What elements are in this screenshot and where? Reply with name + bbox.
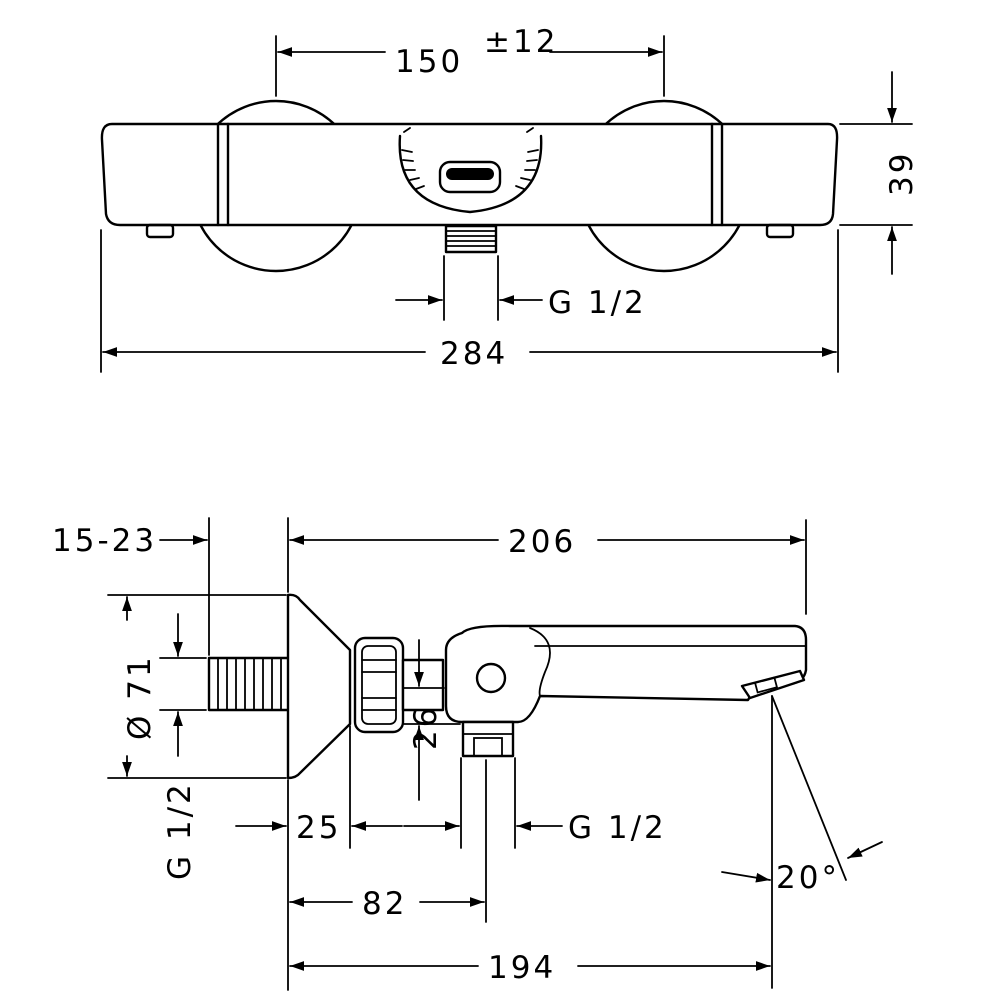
- dim-150-label: 150: [395, 44, 463, 80]
- dim-15-23-label: 15-23: [52, 523, 157, 559]
- dim-escutcheon-diameter: Ø 71: [107, 594, 287, 779]
- dim-194-label: 194: [488, 950, 556, 986]
- union-nut: [353, 636, 405, 734]
- dim-39-label: 39: [884, 151, 920, 196]
- dim-body-height: 39: [839, 71, 920, 275]
- front-outlet-thread-label: G 1/2: [548, 285, 647, 321]
- dim-inlet-thread: G 1/2: [159, 613, 207, 880]
- front-view: 150 ±12 39 G 1/2 284: [100, 24, 920, 373]
- dim-spout-194: 194: [289, 695, 773, 989]
- inlet-thread-label: G 1/2: [162, 781, 198, 880]
- dim-overall-width: 284: [100, 229, 839, 373]
- temperature-dial: [398, 127, 543, 214]
- diverter-knob: [475, 662, 507, 694]
- dim-depth-206: 206: [289, 519, 807, 615]
- dim-wall-projection: 15-23: [52, 517, 289, 656]
- dim-connection-spacing: 150 ±12: [275, 24, 665, 97]
- side-view: 15-23 206 Ø 71 G 1/2: [52, 517, 883, 991]
- spout-angle-label: 20°: [776, 860, 840, 896]
- dim-spout-angle: 20°: [721, 695, 883, 896]
- front-outlet: [444, 224, 498, 254]
- dim-front-outlet: G 1/2: [395, 255, 647, 321]
- side-outlet: [461, 720, 515, 758]
- dim-150-tolerance: ±12: [484, 24, 558, 60]
- dim-spout-drop: 26: [403, 639, 461, 801]
- dim-71-label: Ø 71: [122, 654, 158, 740]
- dim-284-label: 284: [440, 336, 508, 372]
- dim-26-label: 26: [408, 705, 444, 750]
- threaded-connector: [207, 656, 291, 712]
- dim-82-label: 82: [362, 886, 407, 922]
- dim-connector-25: 25: [235, 725, 403, 991]
- dim-outlet-82: 82: [289, 759, 487, 923]
- dim-outlet-thread: G 1/2: [403, 757, 667, 849]
- dim-206-label: 206: [508, 524, 576, 560]
- dim-25-label: 25: [296, 810, 341, 846]
- outlet-thread-label: G 1/2: [568, 810, 667, 846]
- escutcheon: [286, 593, 352, 780]
